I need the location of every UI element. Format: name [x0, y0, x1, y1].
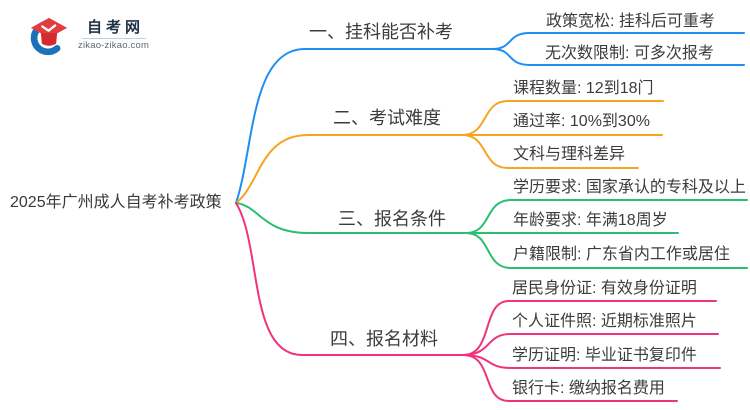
branch-3-child-3: 户籍限制: 广东省内工作或居住	[513, 246, 730, 263]
branch-2-trunk-line	[235, 134, 463, 204]
branch-2-child-3: 文科与理科差异	[513, 146, 626, 163]
branch-3-child-1: 学历要求: 国家承认的专科及以上	[513, 179, 746, 196]
branch-4-lines	[235, 202, 721, 402]
site-logo[interactable]: 自考网 zikao-zikao.com	[28, 12, 149, 58]
central-topic: 2025年广州成人自考补考政策	[10, 194, 222, 211]
branch-1-label: 一、挂科能否补考	[309, 22, 453, 42]
branch-1-child-1: 政策宽松: 挂科后可重考	[546, 13, 715, 30]
site-logo-text: 自考网 zikao-zikao.com	[78, 18, 150, 51]
site-logo-icon	[30, 17, 68, 56]
branch-3-child-2: 年龄要求: 年满18周岁	[513, 212, 668, 229]
branch-4-child-4: 银行卡: 缴纳报名费用	[512, 380, 665, 397]
branch-1-child-2: 无次数限制: 可多次报考	[545, 45, 714, 62]
branch-4-child-3: 学历证明: 毕业证书复印件	[512, 347, 697, 364]
logo-divider	[81, 37, 146, 39]
branch-2-label: 二、考试难度	[333, 108, 441, 128]
branch-4-child-1: 居民身份证: 有效身份证明	[512, 280, 697, 297]
branch-2-child-1: 课程数量: 12到18门	[513, 80, 654, 97]
branch-3-label: 三、报名条件	[338, 209, 446, 229]
branch-4-child-2: 个人证件照: 近期标准照片	[512, 313, 697, 330]
site-name: 自考网	[87, 18, 145, 36]
branch-2-child-2: 通过率: 10%到30%	[513, 113, 650, 130]
branch-4-label: 四、报名材料	[330, 329, 438, 349]
site-url: zikao-zikao.com	[78, 39, 150, 51]
